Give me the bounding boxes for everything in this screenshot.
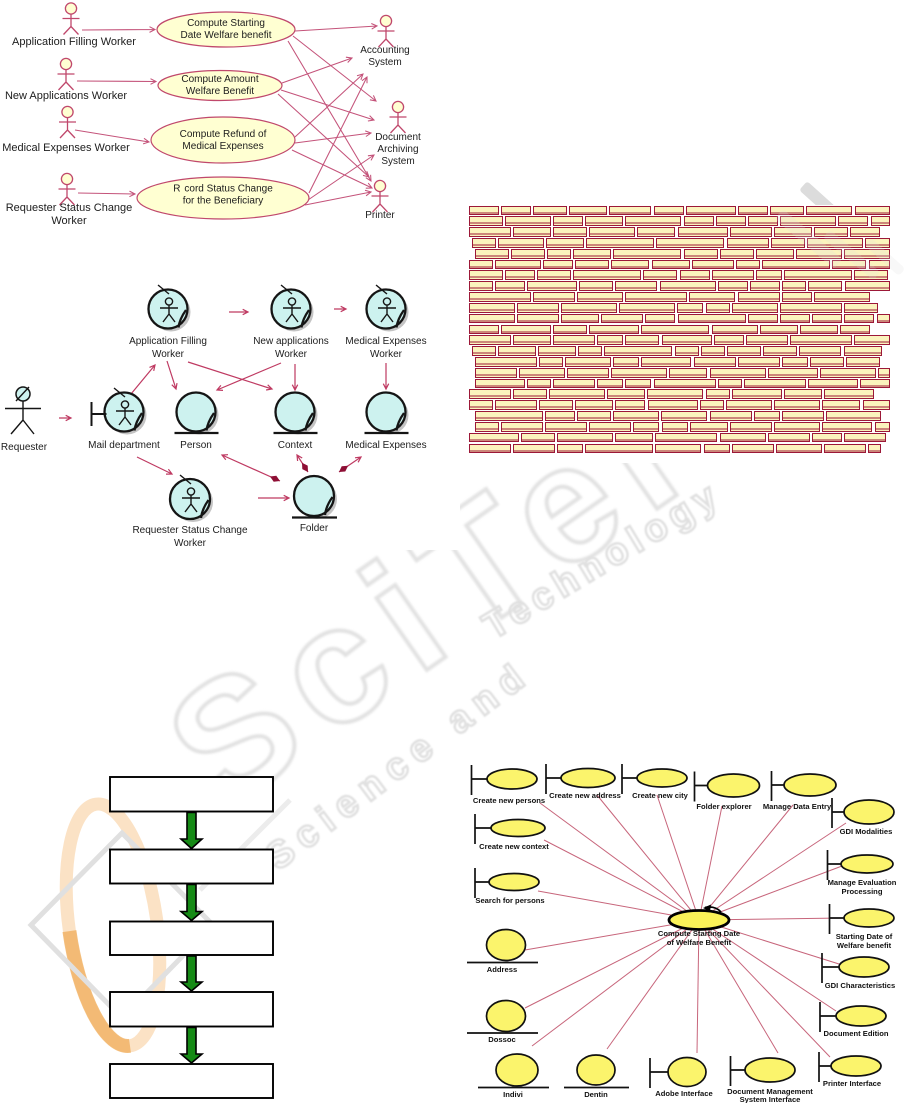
svg-text:Processing: Processing	[842, 887, 883, 896]
svg-text:Archiving: Archiving	[377, 144, 418, 155]
svg-text:Compute Amount: Compute Amount	[181, 74, 258, 85]
svg-text:Create new city: Create new city	[632, 791, 688, 800]
svg-text:Accounting: Accounting	[360, 45, 409, 56]
svg-text:Dentin: Dentin	[584, 1090, 608, 1099]
svg-text:Application Filling: Application Filling	[129, 336, 207, 347]
svg-text:Application Filling Worker: Application Filling Worker	[12, 36, 136, 48]
svg-text:System: System	[368, 57, 401, 68]
svg-text:Manage Data Entry: Manage Data Entry	[763, 802, 832, 811]
svg-text:for the Beneficiary: for the Beneficiary	[183, 196, 264, 207]
svg-text:Starting Date of: Starting Date of	[836, 932, 893, 941]
svg-text:Context: Context	[278, 440, 313, 451]
svg-text:Medical Expenses: Medical Expenses	[345, 336, 426, 347]
svg-text:Search for persons: Search for persons	[475, 896, 544, 905]
svg-text:Indivi: Indivi	[503, 1090, 523, 1099]
svg-text:Document Management: Document Management	[727, 1087, 813, 1096]
svg-text:Compute Starting: Compute Starting	[187, 18, 265, 29]
svg-text:GDI Modalities: GDI Modalities	[840, 827, 893, 836]
svg-text:Compute Starting Date: Compute Starting Date	[658, 929, 740, 938]
svg-text:Medical Expenses: Medical Expenses	[345, 440, 426, 451]
svg-text:Mail department: Mail department	[88, 440, 160, 451]
svg-text:Folder: Folder	[300, 523, 329, 534]
svg-text:Compute Refund of: Compute Refund of	[180, 129, 267, 140]
svg-text:Person: Person	[180, 440, 212, 451]
svg-text:Worker: Worker	[370, 349, 403, 360]
svg-text:Requester Status Change: Requester Status Change	[132, 525, 248, 536]
svg-text:Document: Document	[375, 132, 421, 143]
svg-text:Welfare benefit: Welfare benefit	[837, 941, 892, 950]
svg-text:Date Welfare benefit: Date Welfare benefit	[181, 30, 272, 41]
svg-text:Address: Address	[487, 965, 517, 974]
svg-text:Folder explorer: Folder explorer	[696, 802, 751, 811]
svg-text:New applications: New applications	[253, 336, 329, 347]
svg-text:Create new persons: Create new persons	[473, 796, 545, 805]
svg-text:Worker: Worker	[275, 349, 308, 360]
svg-text:Medical Expenses Worker: Medical Expenses Worker	[2, 142, 130, 154]
svg-text:Printer Interface: Printer Interface	[823, 1079, 881, 1088]
svg-text:of Welfare Benefit: of Welfare Benefit	[667, 938, 732, 947]
svg-text:Adobe Interface: Adobe Interface	[655, 1089, 712, 1098]
svg-text:Requester Status Change: Requester Status Change	[6, 202, 133, 214]
svg-text:R cord Status Change: R cord Status Change	[173, 184, 273, 195]
svg-text:Worker: Worker	[51, 215, 87, 227]
svg-text:GDI Characteristics: GDI Characteristics	[825, 981, 895, 990]
svg-text:Dossoc: Dossoc	[488, 1035, 515, 1044]
svg-text:Document Edition: Document Edition	[824, 1029, 889, 1038]
svg-text:Create new address: Create new address	[549, 791, 621, 800]
svg-text:Printer: Printer	[365, 210, 395, 221]
svg-text:Worker: Worker	[174, 538, 207, 549]
svg-text:Worker: Worker	[152, 349, 185, 360]
svg-text:New Applications Worker: New Applications Worker	[5, 90, 127, 102]
svg-text:Welfare Benefit: Welfare Benefit	[186, 86, 254, 97]
svg-text:Medical Expenses: Medical Expenses	[182, 141, 263, 152]
svg-text:Requester: Requester	[1, 442, 48, 453]
svg-text:Manage Evaluation: Manage Evaluation	[828, 878, 897, 887]
svg-text:Create new context: Create new context	[479, 842, 549, 851]
svg-text:System: System	[381, 156, 414, 167]
svg-text:System Interface: System Interface	[740, 1095, 801, 1103]
